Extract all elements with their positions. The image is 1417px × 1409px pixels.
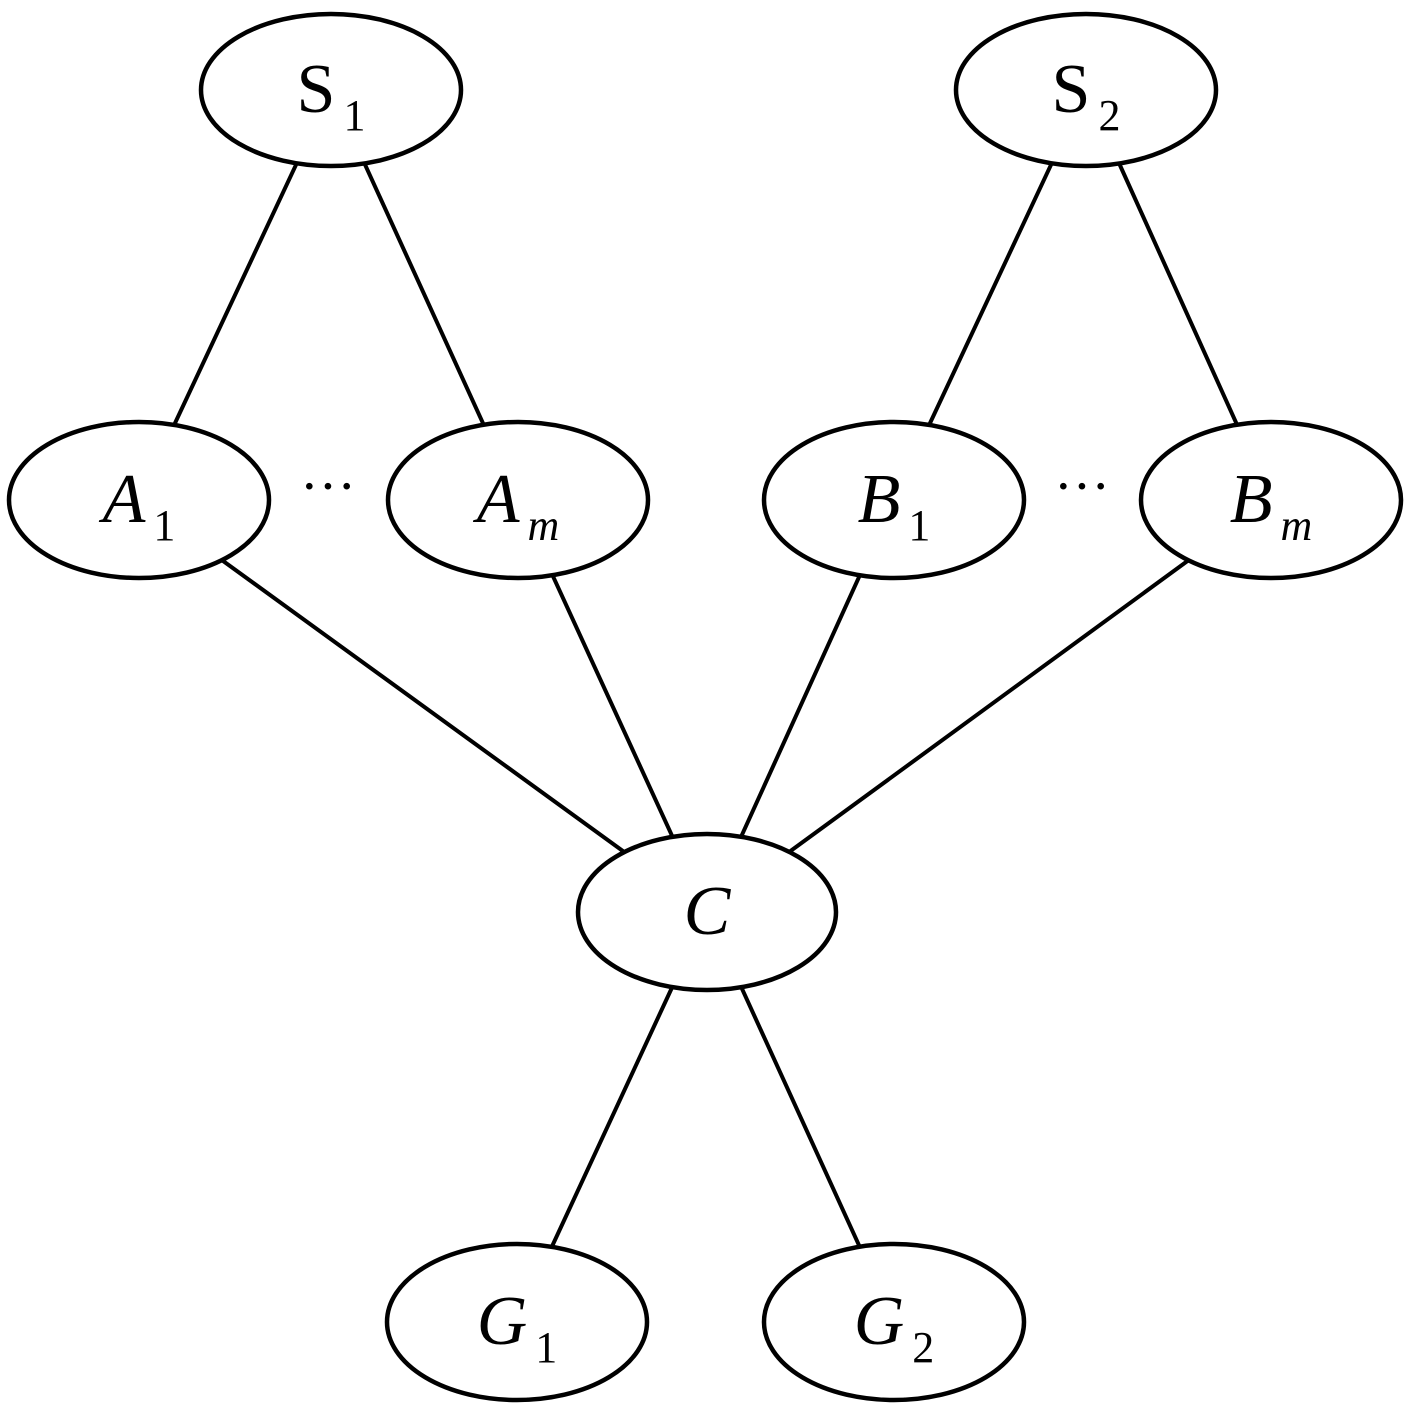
node-label-subscript: 1 <box>535 1323 557 1372</box>
node-shape-bm <box>1138 419 1404 581</box>
node-c: C <box>575 831 839 993</box>
edge-s2-bm <box>1117 161 1239 427</box>
edge-s1-a1 <box>172 161 299 427</box>
node-label-main: G <box>477 1283 528 1360</box>
node-label-main: A <box>473 461 520 538</box>
edge-am-c <box>550 573 675 839</box>
node-label-subscript: m <box>1280 501 1312 550</box>
edge-a1-c <box>219 558 627 855</box>
node-label-main: S <box>297 51 336 128</box>
edge-bm-c <box>787 558 1191 854</box>
node-label-subscript: 1 <box>343 91 365 140</box>
node-shape-am <box>385 419 651 581</box>
node-label-subscript: 1 <box>908 501 930 550</box>
node-label-main: G <box>854 1283 905 1360</box>
node-shape-a1 <box>6 419 272 581</box>
node-label-subscript: m <box>527 501 559 550</box>
edges <box>172 161 1239 1249</box>
node-label-main: B <box>858 461 901 538</box>
node-label-main: B <box>1230 461 1273 538</box>
ellipses: ··· ··· <box>300 456 1110 518</box>
edge-c-g1 <box>549 985 675 1249</box>
edge-b1-c <box>739 573 862 839</box>
edge-s1-am <box>362 161 486 427</box>
node-label-main: A <box>99 461 146 538</box>
node-label-main: C <box>684 873 732 950</box>
node-shape-s1 <box>198 11 464 169</box>
node-shape-s2 <box>953 11 1219 169</box>
node-label-subscript: 1 <box>153 501 175 550</box>
node-label-subscript: 2 <box>912 1323 934 1372</box>
node-shape-g2 <box>761 1241 1027 1403</box>
node-shape-c <box>575 831 839 993</box>
node-shape-g1 <box>384 1241 650 1403</box>
node-label-subscript: 2 <box>1098 91 1120 140</box>
edge-s2-b1 <box>927 161 1054 427</box>
node-label-c: C <box>684 873 732 950</box>
ellipsis-b: ··· <box>1054 456 1110 518</box>
node-shape-b1 <box>761 419 1027 581</box>
node-label-main: S <box>1052 51 1091 128</box>
ellipsis-a: ··· <box>300 456 356 518</box>
edge-c-g2 <box>739 985 862 1249</box>
